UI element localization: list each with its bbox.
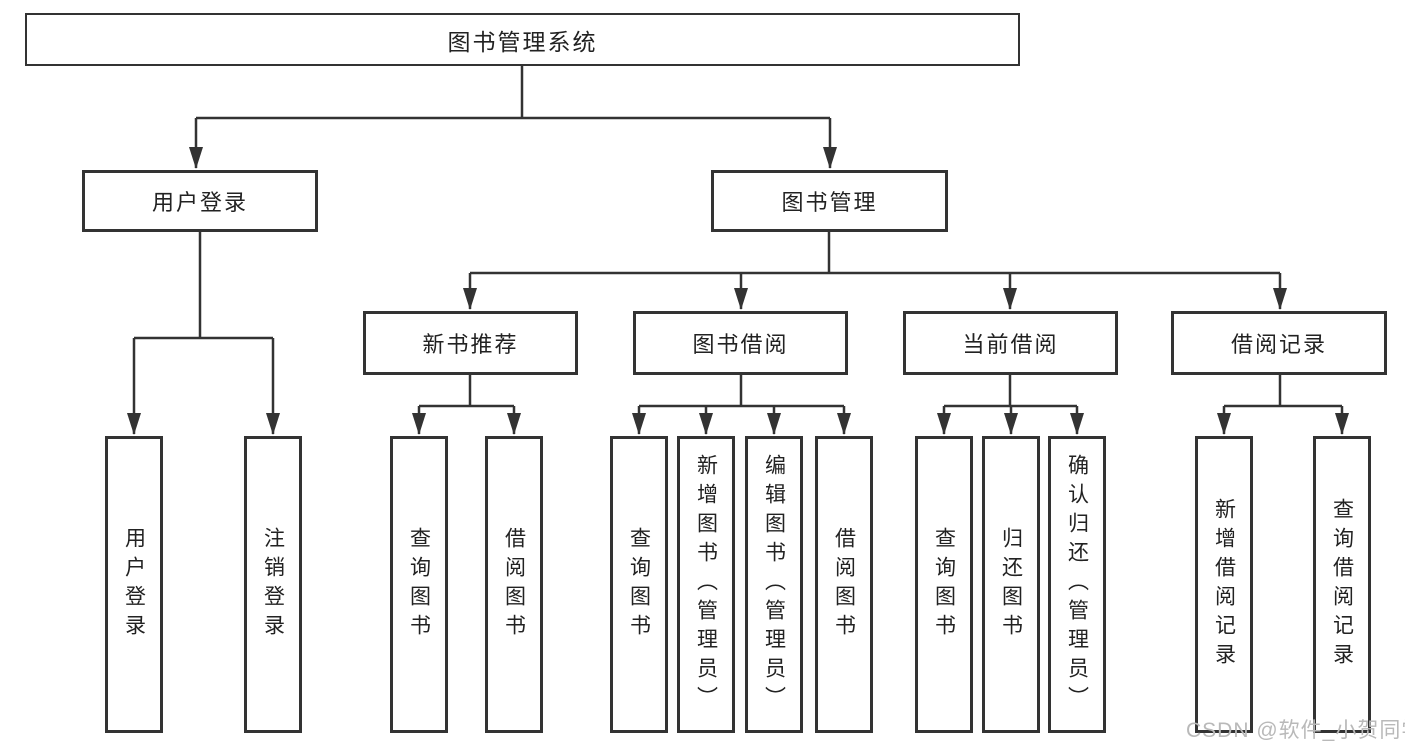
leaf-label: 确认归还（管理员） xyxy=(1065,454,1089,715)
leaf-label: 查询图书 xyxy=(627,526,651,643)
leaf-current-confirm-return-admin: 确认归还（管理员） xyxy=(1048,436,1106,733)
leaf-borrowing-edit-books-admin: 编辑图书（管理员） xyxy=(745,436,803,733)
leaf-label: 归还图书 xyxy=(999,526,1023,643)
leaf-current-query-books: 查询图书 xyxy=(915,436,973,733)
leaf-label: 借阅图书 xyxy=(832,526,856,643)
leaf-borrowing-query-books: 查询图书 xyxy=(610,436,668,733)
leaf-borrowing-borrow-books: 借阅图书 xyxy=(815,436,873,733)
leaf-label: 注销登录 xyxy=(261,526,285,643)
leaf-label: 新增图书（管理员） xyxy=(694,454,718,715)
node-borrowing-records: 借阅记录 xyxy=(1171,311,1387,375)
node-label: 当前借阅 xyxy=(962,332,1059,357)
leaf-recommend-query-books: 查询图书 xyxy=(390,436,448,733)
node-new-book-recommendation: 新书推荐 xyxy=(363,311,578,375)
leaf-label: 编辑图书（管理员） xyxy=(762,454,786,715)
leaf-borrowing-add-books-admin: 新增图书（管理员） xyxy=(677,436,735,733)
leaf-logout: 注销登录 xyxy=(244,436,302,733)
leaf-label: 借阅图书 xyxy=(502,526,526,643)
leaf-label: 查询借阅记录 xyxy=(1330,497,1354,672)
leaf-label: 新增借阅记录 xyxy=(1212,497,1236,672)
node-current-borrowing: 当前借阅 xyxy=(903,311,1118,375)
node-user-login: 用户登录 xyxy=(82,170,318,232)
node-library-management-system: 图书管理系统 xyxy=(25,13,1020,66)
node-label: 图书管理系统 xyxy=(447,28,598,55)
leaf-label: 查询图书 xyxy=(932,526,956,643)
leaf-label: 用户登录 xyxy=(122,526,146,643)
leaf-records-query-borrow-record: 查询借阅记录 xyxy=(1313,436,1371,733)
leaf-user-login: 用户登录 xyxy=(105,436,163,733)
leaf-records-add-borrow-record: 新增借阅记录 xyxy=(1195,436,1253,733)
node-label: 用户登录 xyxy=(151,190,248,215)
leaf-recommend-borrow-books: 借阅图书 xyxy=(485,436,543,733)
node-label: 图书借阅 xyxy=(692,332,789,357)
watermark-text: CSDN @软件_小贺同学 xyxy=(1186,719,1405,742)
node-label: 图书管理 xyxy=(781,190,878,215)
leaf-current-return-books: 归还图书 xyxy=(982,436,1040,733)
node-book-borrowing: 图书借阅 xyxy=(633,311,848,375)
node-label: 借阅记录 xyxy=(1230,332,1327,357)
node-book-management: 图书管理 xyxy=(711,170,948,232)
leaf-label: 查询图书 xyxy=(407,526,431,643)
node-label: 新书推荐 xyxy=(422,332,519,357)
